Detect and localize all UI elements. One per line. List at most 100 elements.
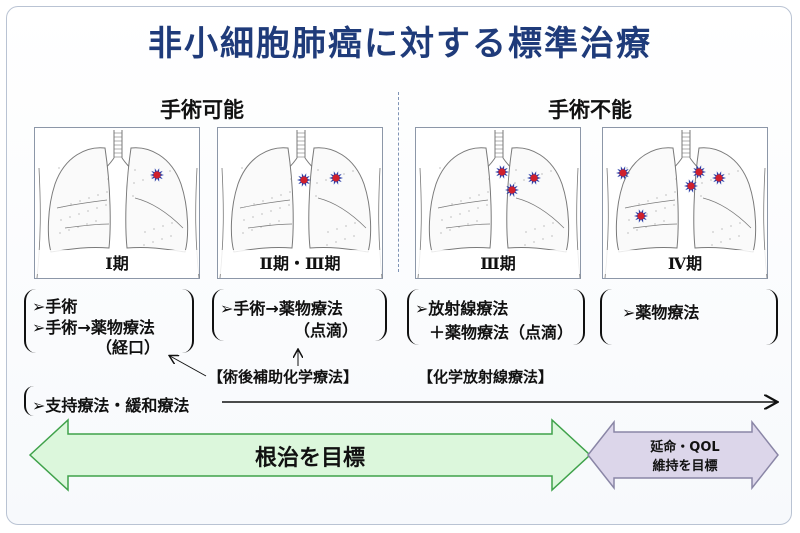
- lung-texture-dot: [279, 207, 281, 209]
- lung-texture-dot: [458, 226, 460, 228]
- lung-texture-dot: [151, 176, 153, 178]
- lung-texture-dot: [132, 195, 134, 197]
- lung-texture-dot: [161, 238, 163, 240]
- lung-texture-dot: [439, 167, 441, 169]
- lung-illustration: [417, 130, 581, 279]
- group-divider: [398, 92, 399, 272]
- lung-texture-dot: [58, 167, 60, 169]
- lung-texture-dot: [720, 241, 722, 243]
- lung-texture-dot: [488, 178, 490, 180]
- treatment-line: ➢手術→薬物療法: [32, 318, 155, 337]
- lung-texture-dot: [655, 210, 657, 212]
- lung-texture-dot: [636, 229, 638, 231]
- lung-texture-dot: [335, 241, 337, 243]
- lung-texture-dot: [700, 195, 702, 197]
- lung-texture-dot: [261, 213, 263, 215]
- lung-texture-dot: [701, 182, 703, 184]
- treatment-box-stage1: ➢手術 ➢手術→薬物療法 （経口）: [24, 289, 194, 357]
- lung-texture-dot: [243, 219, 245, 221]
- lung-texture-dot: [627, 232, 629, 234]
- treatment-note: （点滴）: [294, 321, 359, 340]
- lung-texture-dot: [352, 170, 354, 172]
- lung-texture-dot: [162, 225, 164, 227]
- treatment-box-stage3: ➢放射線療法 ＋薬物療法（点滴）: [407, 289, 585, 345]
- lung-texture-dot: [354, 222, 356, 224]
- lung-outline: [604, 130, 768, 279]
- lung-texture-dot: [440, 232, 442, 234]
- lung-texture-dot: [106, 191, 108, 193]
- lung-texture-dot: [459, 213, 461, 215]
- tumor-core: [332, 174, 340, 182]
- trachea: [681, 130, 691, 158]
- lung-texture-dot: [534, 228, 536, 230]
- treatment-line: ➢手術: [32, 297, 78, 316]
- lung-texture-dot: [647, 200, 649, 202]
- lung-texture-dot: [646, 213, 648, 215]
- lung-fissure: [317, 197, 367, 229]
- tumor-core: [508, 186, 516, 194]
- lung-texture-dot: [97, 194, 99, 196]
- tumor-core: [687, 182, 695, 190]
- lung-fissure: [134, 197, 184, 229]
- lung-texture-dot: [738, 235, 740, 237]
- trachea: [494, 130, 504, 158]
- lung-texture-dot: [78, 213, 80, 215]
- lung-texture-dot: [551, 235, 553, 237]
- trachea: [113, 130, 123, 158]
- lung-texture-dot: [730, 225, 732, 227]
- lung-texture-dot: [87, 210, 89, 212]
- lung-texture-dot: [289, 191, 291, 193]
- lung-texture-dot: [712, 231, 714, 233]
- lung-texture-dot: [737, 170, 739, 172]
- lung-texture-dot: [710, 179, 712, 181]
- lung-texture-dot: [278, 220, 280, 222]
- lung-texture-dot: [628, 219, 630, 221]
- lung-texture-dot: [107, 178, 109, 180]
- tumor-core: [619, 169, 627, 177]
- lung-illustration: [36, 130, 200, 279]
- lung-panel-stage4: Ⅳ期: [602, 127, 768, 279]
- lung-texture-dot: [515, 169, 517, 171]
- lung-illustration: [219, 130, 383, 279]
- lung-texture-dot: [721, 228, 723, 230]
- lung-texture-dot: [241, 167, 243, 169]
- tumor-core: [715, 174, 723, 182]
- lung-fissure: [515, 197, 565, 229]
- lung-texture-dot: [467, 223, 469, 225]
- lung-texture-dot: [542, 238, 544, 240]
- stage-label: Ⅲ期: [416, 250, 580, 274]
- lung-texture-dot: [242, 232, 244, 234]
- group-label-operable: 手術可能: [160, 98, 244, 122]
- lung-texture-dot: [317, 169, 319, 171]
- lung-outline: [36, 130, 200, 279]
- lung-texture-dot: [469, 197, 471, 199]
- label-adjuvant-chemotherapy: 【術後補助化学療法】: [208, 368, 359, 386]
- stage-label: Ⅰ期: [35, 250, 199, 274]
- lung-texture-dot: [290, 178, 292, 180]
- lung-texture-dot: [60, 219, 62, 221]
- lung-texture-dot: [171, 222, 173, 224]
- lung-texture-dot: [288, 204, 290, 206]
- lung-texture-dot: [153, 228, 155, 230]
- lung-texture-dot: [656, 197, 658, 199]
- lung-texture-dot: [441, 219, 443, 221]
- lung-texture-dot: [77, 226, 79, 228]
- lung-texture-dot: [654, 223, 656, 225]
- lung-texture-dot: [451, 203, 453, 205]
- slide-title: 非小細胞肺癌に対する標準治療: [148, 24, 652, 64]
- adjuvant-arrow-left: [170, 356, 207, 377]
- lung-texture-dot: [260, 226, 262, 228]
- tumor-core: [498, 168, 506, 176]
- treatment-line: ➢薬物療法: [622, 303, 700, 322]
- lung-illustration: [604, 130, 768, 279]
- lung-texture-dot: [552, 222, 554, 224]
- lung-texture-dot: [169, 170, 171, 172]
- lung-texture-dot: [353, 235, 355, 237]
- lung-texture-dot: [486, 204, 488, 206]
- lung-texture-dot: [86, 223, 88, 225]
- tumor-core: [300, 176, 308, 184]
- treatment-line: ＋薬物療法（点滴）: [429, 323, 574, 342]
- curative-goal-label: 根治を目標: [254, 446, 365, 471]
- lung-texture-dot: [629, 206, 631, 208]
- lung-texture-dot: [739, 222, 741, 224]
